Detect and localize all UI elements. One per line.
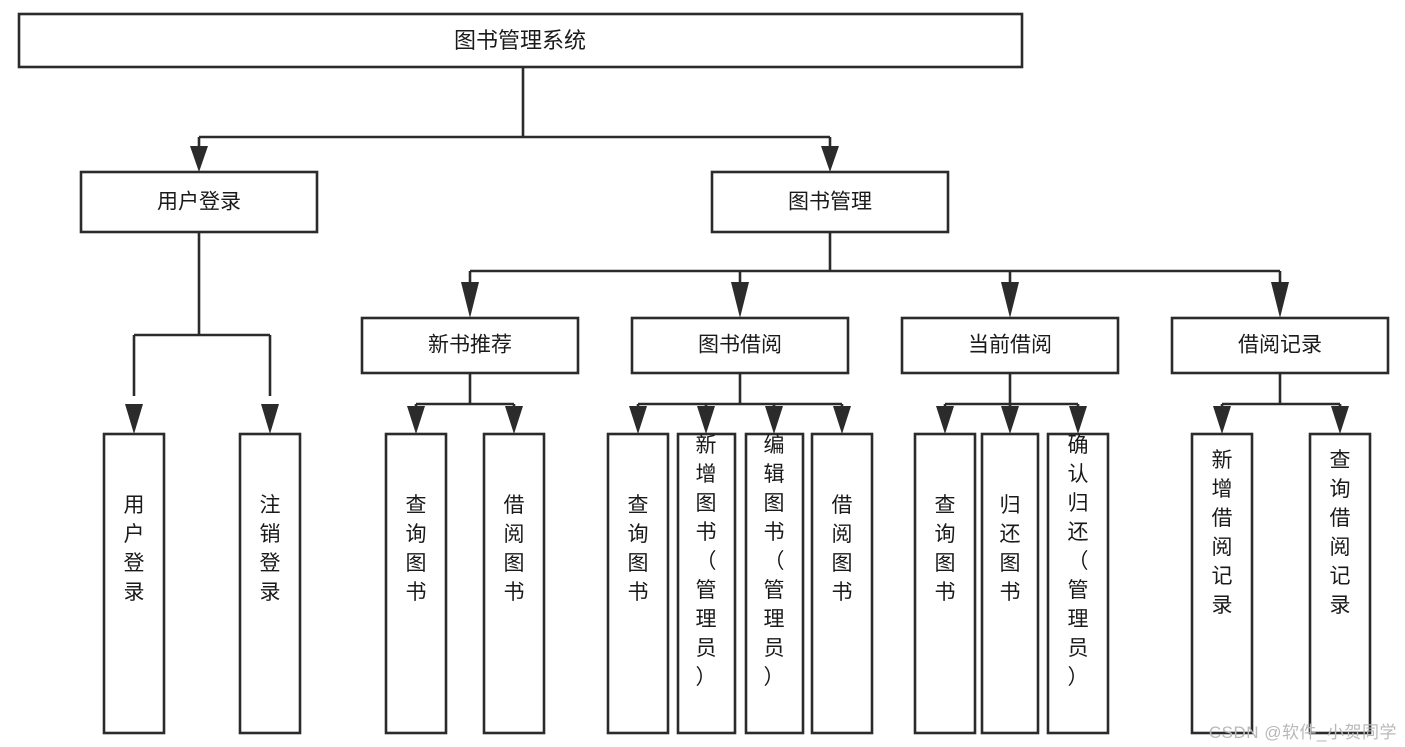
leaf-confirm-return-box[interactable] (1046, 432, 1110, 735)
node-book-borrow-box[interactable] (630, 316, 850, 375)
arrow-cb-leaf-2 (1001, 406, 1019, 434)
arrow-bb-leaf-3 (765, 406, 783, 434)
arrow-bb-leaf-4 (833, 406, 851, 434)
arrow-nbr-leaf-2 (505, 406, 523, 434)
node-book-manage-box[interactable] (710, 170, 950, 234)
leaf-node[interactable] (744, 432, 805, 735)
leaf-edit-book-label: 编辑图书（管理员） (764, 434, 785, 689)
arrow-bm-to-borrow-record (1271, 282, 1289, 318)
leaf-user-login-box[interactable] (102, 432, 166, 735)
node-book-manage[interactable]: 图书管理 (710, 170, 950, 234)
leaf-node[interactable] (1308, 432, 1372, 735)
leaf-user-login-label: 用户登录 (124, 494, 145, 604)
csdn-watermark: CSDN @软件_小贺同学 (1208, 723, 1397, 742)
node-current-borrow-box[interactable] (900, 316, 1120, 375)
node-current-borrow-label: 当前借阅 (968, 334, 1052, 357)
arrow-user-login-leaf-2 (261, 404, 279, 434)
leaf-node[interactable] (1190, 432, 1254, 735)
leaf-query-book-1-box[interactable] (384, 432, 448, 735)
node-new-book-recommend-label: 新书推荐 (428, 334, 512, 357)
leaf-node[interactable] (1046, 432, 1110, 735)
leaf-node[interactable] (238, 432, 302, 735)
leaf-user-logout-box[interactable] (238, 432, 302, 735)
arrow-bm-to-current-borrow (1001, 282, 1019, 318)
leaf-query-book-3-box[interactable] (913, 432, 977, 735)
leaf-node[interactable] (810, 432, 874, 735)
node-user-login[interactable]: 用户登录 (79, 170, 319, 234)
leaf-add-record-label: 新增借阅记录 (1212, 449, 1233, 617)
leaf-edit-book-box[interactable] (744, 432, 805, 735)
connector-layer (125, 67, 1349, 434)
leaf-confirm-return-label: 确认归还（管理员） (1068, 434, 1089, 689)
node-user-login-label: 用户登录 (157, 191, 241, 214)
leaf-query-book-2-box[interactable] (606, 432, 670, 735)
leaf-add-book-label: 新增图书（管理员） (696, 434, 717, 689)
leaf-borrow-book-1-box[interactable] (482, 432, 546, 735)
arrow-root-to-book-manage (821, 146, 839, 172)
leaf-query-book-3-label: 查询图书 (935, 494, 956, 604)
leaf-node[interactable] (606, 432, 670, 735)
node-borrow-record-label: 借阅记录 (1238, 334, 1322, 357)
node-borrow-record-box[interactable] (1170, 316, 1390, 375)
leaf-borrow-book-1-label: 借阅图书 (504, 494, 525, 604)
leaf-query-record-box[interactable] (1308, 432, 1372, 735)
node-borrow-record[interactable]: 借阅记录 (1170, 316, 1390, 375)
arrow-br-leaf-1 (1213, 406, 1231, 434)
node-book-manage-label: 图书管理 (788, 191, 872, 214)
leaf-borrow-book-2-label: 借阅图书 (832, 494, 853, 604)
node-root-label: 图书管理系统 (454, 28, 586, 53)
arrow-bm-to-new-book (461, 282, 479, 318)
leaf-borrow-book-2-box[interactable] (810, 432, 874, 735)
leaf-add-record-box[interactable] (1190, 432, 1254, 735)
arrow-bm-to-book-borrow (731, 282, 749, 318)
leaf-node[interactable] (913, 432, 977, 735)
leaf-return-book-box[interactable] (980, 432, 1040, 735)
arrow-bb-leaf-2 (697, 406, 715, 434)
node-new-book-recommend-box[interactable] (360, 316, 580, 375)
node-root-box[interactable] (17, 12, 1024, 69)
leaf-query-book-2-label: 查询图书 (628, 494, 649, 604)
leaf-node[interactable] (102, 432, 166, 735)
arrow-user-login-leaf-1 (125, 404, 143, 434)
node-current-borrow[interactable]: 当前借阅 (900, 316, 1120, 375)
leaf-node[interactable] (482, 432, 546, 735)
leaf-node[interactable] (980, 432, 1040, 735)
node-root[interactable]: 图书管理系统 (17, 12, 1024, 69)
node-new-book-recommend[interactable]: 新书推荐 (360, 316, 580, 375)
leaf-user-logout-label: 注销登录 (260, 494, 281, 604)
leaf-node[interactable] (384, 432, 448, 735)
leaf-text-layer: 用户登录 注销登录 查询图书 借阅图书 查询图书 新增图书（管理员） 编辑图书（… (124, 434, 1351, 689)
leaf-query-record-label: 查询借阅记录 (1330, 449, 1351, 617)
arrow-br-leaf-2 (1331, 406, 1349, 434)
arrow-root-to-user-login (190, 146, 208, 172)
node-book-borrow[interactable]: 图书借阅 (630, 316, 850, 375)
node-user-login-box[interactable] (79, 170, 319, 234)
leaf-return-book-label: 归还图书 (1000, 494, 1021, 604)
leaf-add-book-box[interactable] (676, 432, 737, 735)
arrow-nbr-leaf-1 (407, 406, 425, 434)
node-book-borrow-label: 图书借阅 (698, 334, 782, 357)
arrow-cb-leaf-3 (1069, 406, 1087, 434)
arrow-bb-leaf-1 (629, 406, 647, 434)
leaf-node[interactable] (676, 432, 737, 735)
arrow-cb-leaf-1 (936, 406, 954, 434)
leaf-query-book-1-label: 查询图书 (406, 494, 427, 604)
